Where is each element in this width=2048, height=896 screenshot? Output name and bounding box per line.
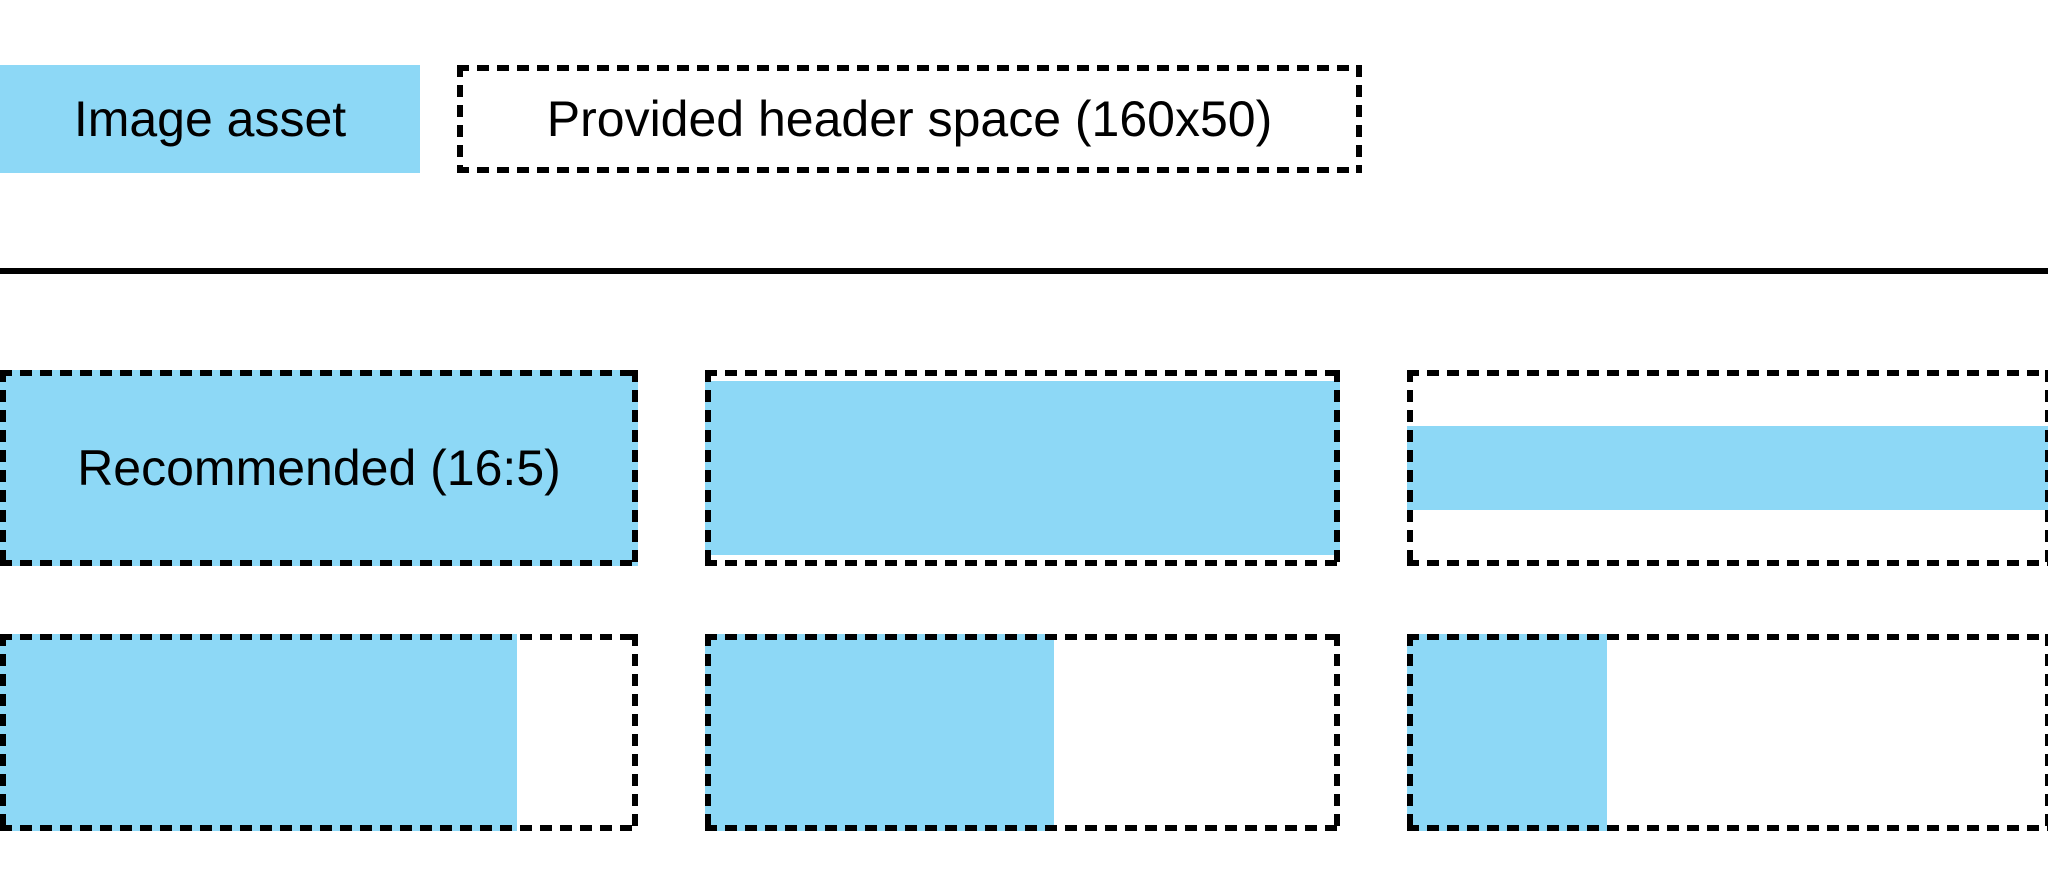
- example-box-tallest-31: [1407, 634, 2048, 831]
- example-box-recommended: Recommended (16:5): [0, 370, 638, 566]
- example-box-taller-55: [705, 634, 1340, 831]
- image-asset-fill: [1407, 634, 1607, 831]
- legend-header-space-label: Provided header space (160x50): [546, 91, 1273, 147]
- image-asset-fill: [1407, 425, 2048, 511]
- legend-image-asset-swatch: Image asset: [0, 65, 420, 173]
- image-asset-fill: Recommended (16:5): [0, 370, 638, 566]
- legend-header-space-box: Provided header space (160x50): [457, 65, 1362, 173]
- recommended-label: Recommended (16:5): [77, 440, 561, 496]
- legend-image-asset-label: Image asset: [73, 91, 347, 147]
- section-divider: [0, 268, 2048, 274]
- example-box-wide-letterbox: [705, 370, 1340, 566]
- image-asset-fill: [705, 380, 1340, 556]
- example-box-tall-81: [0, 634, 638, 831]
- example-box-extra-wide-letterbox: [1407, 370, 2048, 566]
- image-asset-fill: [0, 634, 517, 831]
- image-asset-fill: [705, 634, 1055, 831]
